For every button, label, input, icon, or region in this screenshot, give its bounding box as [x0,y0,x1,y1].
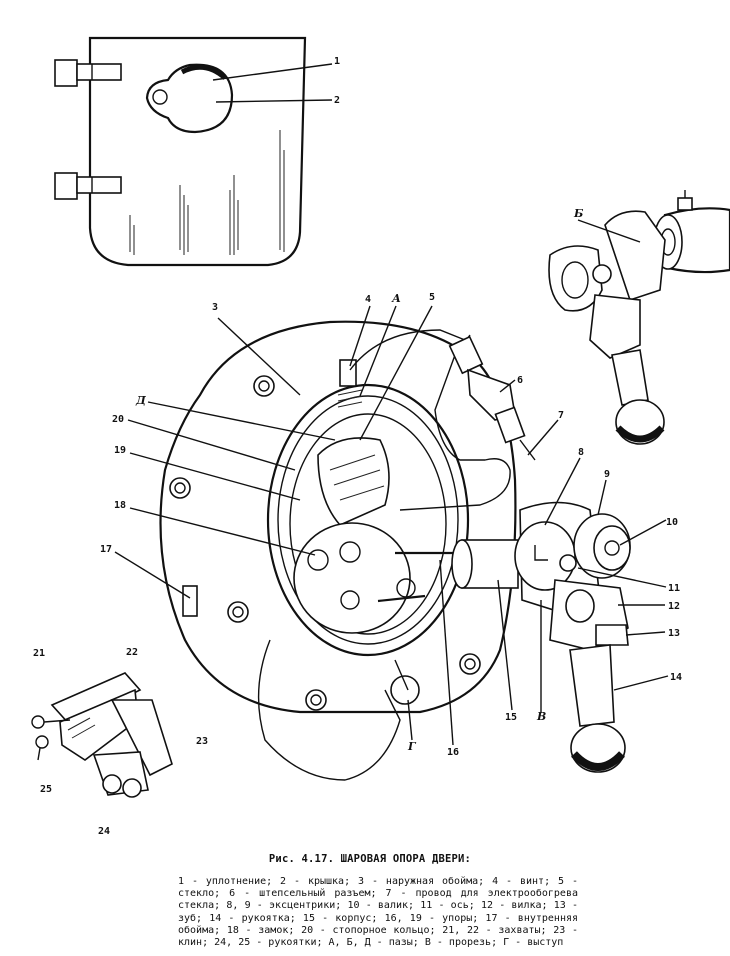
label-20: 20 [112,414,124,425]
upper-hinge [54,59,122,87]
door-panel [54,36,333,267]
handle-assembly-b [548,190,730,445]
figure-caption: Рис. 4.17. ШАРОВАЯ ОПОРА ДВЕРИ: [268,853,472,865]
label-21: 21 [33,648,45,659]
technical-drawing: 1 2 3 4 5 6 7 8 9 10 11 12 13 14 15 16 1… [31,36,730,837]
label-25: 25 [40,784,52,795]
label-4: 4 [365,294,371,305]
callout-labels: 1 2 3 4 5 6 7 8 9 10 11 12 13 14 15 16 1… [33,56,682,837]
label-14: 14 [670,672,682,683]
label-12: 12 [668,601,680,612]
label-19: 19 [114,445,126,456]
label-g: Г [407,740,417,753]
clamp-assembly [31,672,173,798]
label-1: 1 [334,56,340,67]
plug-connector [448,335,536,461]
lower-hinge [54,172,122,200]
label-7: 7 [558,410,564,421]
label-b: Б [573,207,584,220]
ball-support-assembly [159,320,631,781]
label-6: 6 [517,375,523,386]
label-a: А [391,292,401,305]
label-3: 3 [212,302,218,313]
label-13: 13 [668,628,680,639]
label-11: 11 [668,583,680,594]
label-23: 23 [196,736,208,747]
label-18: 18 [114,500,126,511]
label-15: 15 [505,712,517,723]
label-10: 10 [666,517,678,528]
label-8: 8 [578,447,584,458]
label-5: 5 [429,292,435,303]
label-d: Д [135,394,146,407]
handle-assembly-main [514,501,631,773]
label-2: 2 [334,95,340,106]
label-24: 24 [98,826,110,837]
figure-legend: 1 - уплотнение; 2 - крышка; 3 - наружная… [178,876,578,949]
label-9: 9 [604,469,610,480]
label-v: В [536,710,546,723]
label-17: 17 [100,544,112,555]
label-22: 22 [126,647,138,658]
leader-lines [114,305,669,746]
label-16: 16 [447,747,459,758]
